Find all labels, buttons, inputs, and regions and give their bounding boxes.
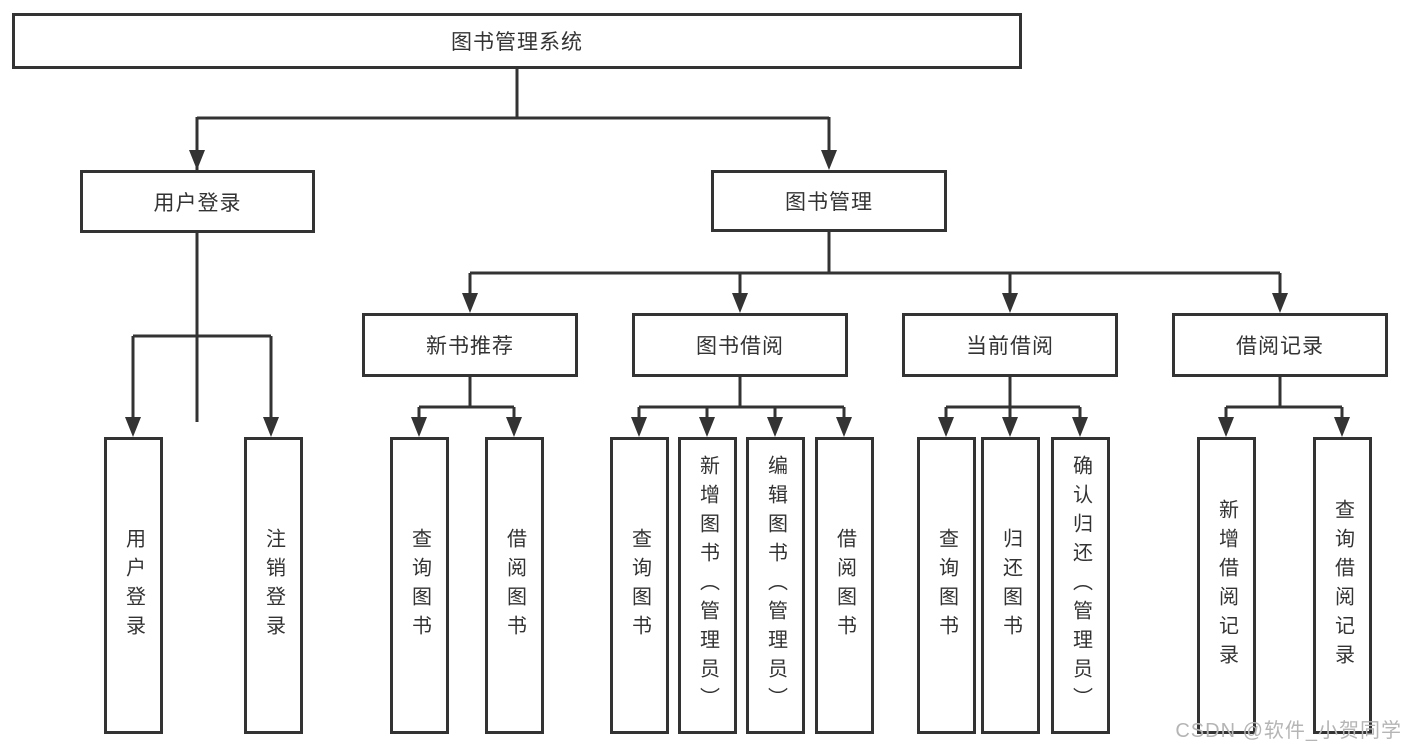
leaf-current-query-label: 查询图书 [935, 527, 958, 644]
leaf-borrow-query-label: 查询图书 [628, 527, 651, 644]
connector-root [195, 68, 831, 422]
node-root-system-label: 图书管理系统 [451, 31, 583, 54]
leaf-borrow-edit-book-label: 编辑图书（管理员） [764, 455, 787, 716]
leaf-borrow-edit-book: 编辑图书（管理员） [746, 437, 805, 734]
node-new-book-recommend: 新书推荐 [362, 313, 578, 377]
node-book-borrow: 图书借阅 [632, 313, 848, 377]
arrowheads [125, 150, 1350, 437]
leaf-borrow-query: 查询图书 [610, 437, 669, 734]
connector-new-book [417, 377, 516, 421]
leaf-newbook-query: 查询图书 [390, 437, 449, 734]
leaf-return-book-label: 归还图书 [999, 527, 1022, 644]
leaf-confirm-return: 确认归还（管理员） [1051, 437, 1110, 734]
node-borrow-records: 借阅记录 [1172, 313, 1388, 377]
connector-book-management [468, 232, 1282, 297]
connector-current-borrow [944, 377, 1082, 421]
connector-user-login [131, 233, 273, 421]
connector-book-borrow [637, 377, 846, 421]
leaf-return-book: 归还图书 [981, 437, 1040, 734]
node-current-borrow-label: 当前借阅 [966, 335, 1054, 358]
csdn-watermark: CSDN @软件_小贺同学 [1175, 720, 1402, 742]
leaf-borrow-book-label: 借阅图书 [833, 527, 856, 644]
node-user-login: 用户登录 [80, 170, 315, 233]
node-borrow-records-label: 借阅记录 [1236, 335, 1324, 358]
node-book-borrow-label: 图书借阅 [696, 335, 784, 358]
leaf-add-record-label: 新增借阅记录 [1215, 498, 1238, 673]
node-current-borrow: 当前借阅 [902, 313, 1118, 377]
leaf-add-record: 新增借阅记录 [1197, 437, 1256, 734]
leaf-newbook-borrow: 借阅图书 [485, 437, 544, 734]
leaf-current-query: 查询图书 [917, 437, 976, 734]
leaf-borrow-add-book: 新增图书（管理员） [678, 437, 737, 734]
leaf-newbook-borrow-label: 借阅图书 [503, 527, 526, 644]
leaf-user-login-label: 用户登录 [122, 527, 145, 644]
node-new-book-recommend-label: 新书推荐 [426, 335, 514, 358]
leaf-borrow-add-book-label: 新增图书（管理员） [696, 455, 719, 716]
leaf-confirm-return-label: 确认归还（管理员） [1069, 455, 1092, 716]
node-root-system: 图书管理系统 [12, 13, 1022, 69]
leaf-query-record-label: 查询借阅记录 [1331, 498, 1354, 673]
leaf-logout-label: 注销登录 [262, 527, 285, 644]
connector-borrow-records [1224, 377, 1344, 421]
node-book-management-label: 图书管理 [785, 191, 873, 214]
node-user-login-label: 用户登录 [153, 191, 242, 215]
node-book-management: 图书管理 [711, 170, 947, 232]
leaf-newbook-query-label: 查询图书 [408, 527, 431, 644]
leaf-logout: 注销登录 [244, 437, 303, 734]
leaf-user-login: 用户登录 [104, 437, 163, 734]
leaf-borrow-book: 借阅图书 [815, 437, 874, 734]
leaf-query-record: 查询借阅记录 [1313, 437, 1372, 734]
